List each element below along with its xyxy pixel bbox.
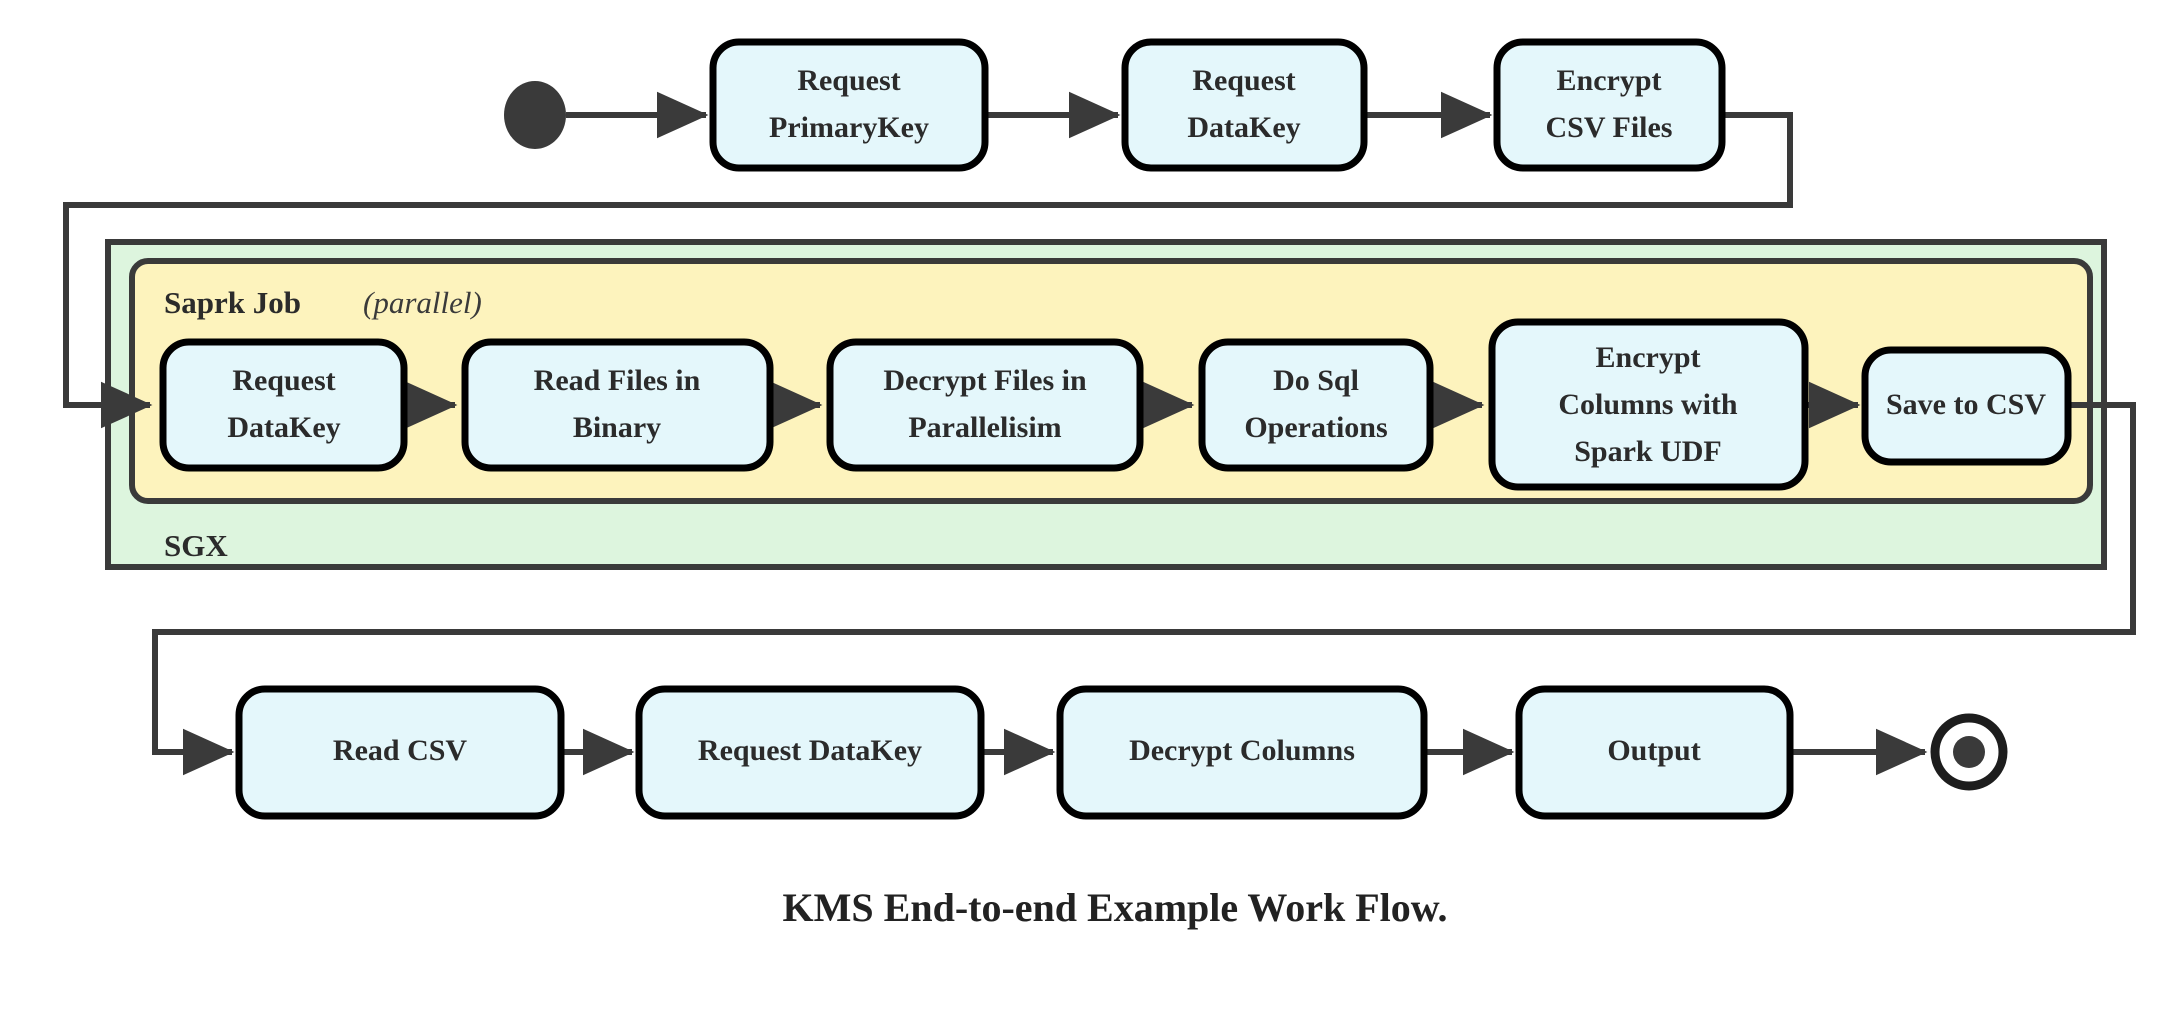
end-node[interactable] (1930, 713, 2008, 791)
node-do-sql-operations-line2: Operations (1244, 411, 1387, 444)
node-request-datakey-top[interactable]: Request DataKey (1121, 38, 1368, 172)
node-encrypt-columns-with-spark-udf[interactable]: Encrypt Columns with Spark UDF (1488, 318, 1809, 491)
node-decrypt-files-in-parallelisim-line1: Decrypt Files in (883, 364, 1087, 397)
node-request-datakey-top-line1: Request (1192, 64, 1295, 97)
spark-job-group-label-suffix: (parallel) (363, 285, 482, 320)
node-encrypt-csv-files-line2: CSV Files (1546, 111, 1673, 144)
node-read-files-in-binary[interactable]: Read Files in Binary (461, 338, 774, 472)
node-request-primarykey[interactable]: Request PrimaryKey (709, 38, 989, 172)
node-encrypt-columns-with-spark-udf-line2: Columns with (1558, 388, 1738, 421)
node-do-sql-operations[interactable]: Do Sql Operations (1198, 338, 1434, 472)
node-encrypt-columns-with-spark-udf-line3: Spark UDF (1574, 435, 1722, 468)
edge-save-to-csv-to-read-csv (152, 402, 2136, 776)
diagram-caption: KMS End-to-end Example Work Flow. (783, 885, 1448, 930)
node-read-files-in-binary-line2: Binary (573, 411, 661, 444)
node-request-datakey-spark-line2: DataKey (227, 411, 340, 444)
sgx-group-label: SGX (164, 528, 228, 563)
node-do-sql-operations-line1: Do Sql (1273, 364, 1359, 397)
node-encrypt-csv-files-line1: Encrypt (1557, 64, 1662, 97)
node-decrypt-files-in-parallelisim-line2: Parallelisim (908, 411, 1061, 444)
node-request-datakey-bottom-line1: Request DataKey (698, 734, 922, 767)
node-output[interactable]: Output (1515, 685, 1794, 820)
edge-encrypt-csv-files-to-request-datakey-spark (63, 112, 1793, 429)
node-read-csv-line1: Read CSV (333, 734, 468, 767)
node-request-datakey-top-line2: DataKey (1187, 111, 1300, 144)
node-read-files-in-binary-line1: Read Files in (534, 364, 701, 397)
node-request-datakey-bottom[interactable]: Request DataKey (635, 685, 985, 820)
node-decrypt-columns-line1: Decrypt Columns (1129, 734, 1355, 767)
node-request-primarykey-line1: Request (797, 64, 900, 97)
start-node[interactable] (504, 81, 566, 149)
spark-job-group-label: Saprk Job (164, 285, 301, 320)
node-decrypt-files-in-parallelisim[interactable]: Decrypt Files in Parallelisim (826, 338, 1144, 472)
node-read-csv[interactable]: Read CSV (235, 685, 565, 820)
node-output-line1: Output (1607, 734, 1700, 767)
node-decrypt-columns[interactable]: Decrypt Columns (1056, 685, 1428, 820)
node-encrypt-columns-with-spark-udf-line1: Encrypt (1596, 341, 1701, 374)
node-encrypt-csv-files[interactable]: Encrypt CSV Files (1493, 38, 1726, 172)
node-save-to-csv[interactable]: Save to CSV (1861, 346, 2072, 466)
node-request-primarykey-line2: PrimaryKey (769, 111, 929, 144)
node-save-to-csv-line1: Save to CSV (1886, 388, 2046, 421)
node-request-datakey-spark-line1: Request (232, 364, 335, 397)
node-request-datakey-spark[interactable]: Request DataKey (159, 338, 408, 472)
